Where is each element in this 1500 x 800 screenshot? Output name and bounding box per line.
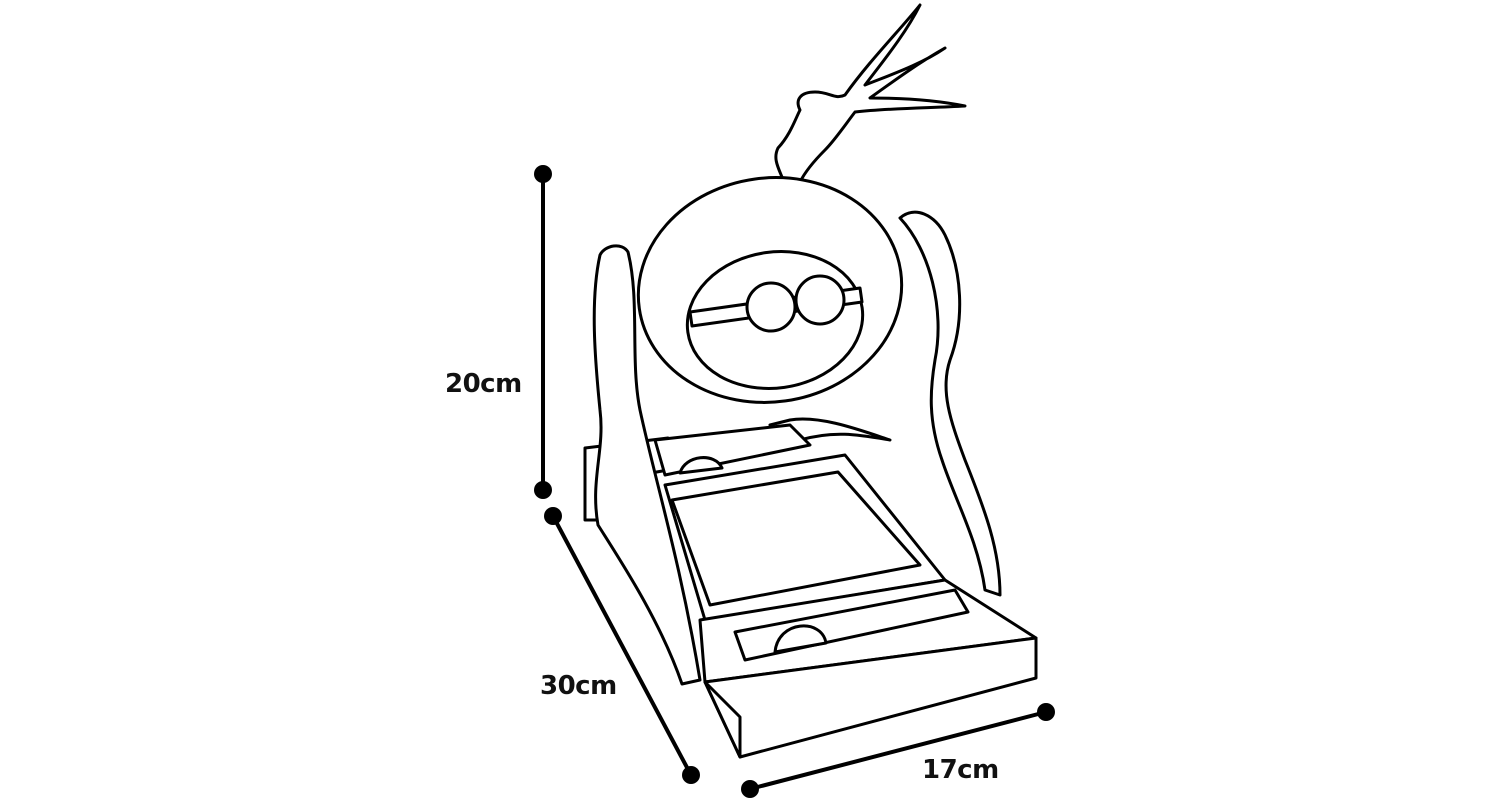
half-ball-lower [773, 624, 828, 654]
half-ball-upper [678, 456, 724, 475]
width-dimension-line [749, 710, 1047, 791]
dimension-endpoint [544, 507, 562, 525]
left-side-panel [592, 244, 702, 686]
height-label: 20cm [445, 369, 522, 399]
ball [745, 281, 797, 333]
right-side-panel [898, 210, 1002, 597]
dimension-endpoint [534, 165, 552, 183]
feather-decoration [774, 3, 967, 187]
tray-inner-square [670, 470, 922, 607]
dimension-endpoint [1037, 703, 1055, 721]
dimension-endpoint [741, 780, 759, 798]
dimension-endpoint [534, 481, 552, 499]
depth-dimension-line [551, 515, 693, 776]
base-left-face [703, 680, 742, 759]
depth-label: 30cm [540, 671, 617, 701]
width-label: 17cm [922, 755, 999, 785]
ball [794, 274, 846, 326]
dimension-endpoint [682, 766, 700, 784]
